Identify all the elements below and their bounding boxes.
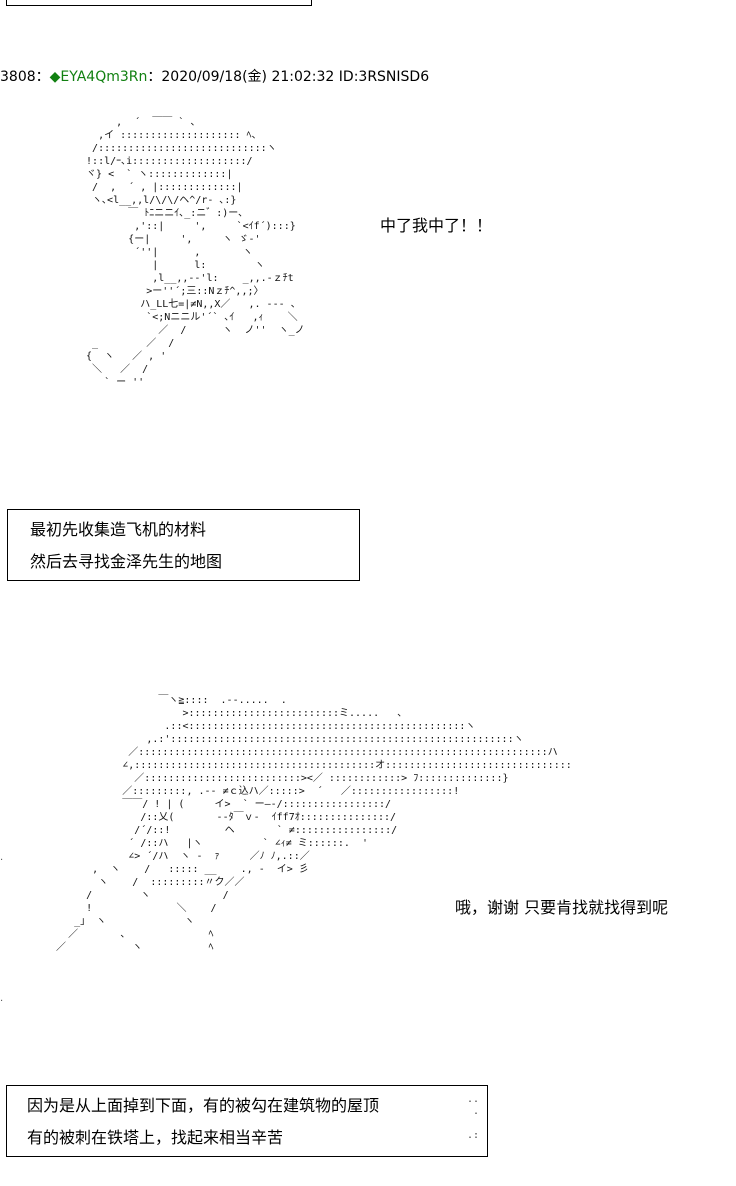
previous-caption-box	[6, 0, 312, 6]
ascii-art-figure-2: ￣ヽ≧:::: .-‐..... . >::::::::::::::::::::…	[56, 695, 572, 953]
caption-line: 最初先收集造飞机的材料	[30, 520, 207, 539]
speech-text-1: 中了我中了！！	[380, 216, 493, 235]
post-separator: ：	[35, 69, 50, 85]
edge-dot: .	[0, 852, 4, 863]
box-edge-dots: ....:	[466, 1094, 479, 1141]
speech-text-2: 哦，谢谢 只要肯找就找得到呢	[455, 898, 669, 917]
post-header: 3808：◆EYA4Qm3Rn：2020/09/18(金) 21:02:32 I…	[0, 67, 429, 87]
trip-diamond-icon: ◆	[49, 69, 61, 85]
caption-box-1: 最初先收集造飞机的材料 然后去寻找金泽先生的地图	[7, 509, 360, 581]
post-number: 3808	[0, 69, 36, 85]
edge-dot: .	[0, 993, 4, 1004]
caption-line: 因为是从上面掉到下面，有的被勾在建筑物的屋顶	[27, 1096, 380, 1115]
post-datetime-id: ：2020/09/18(金) 21:02:32 ID:3RSNISD6	[147, 69, 430, 85]
caption-line: 然后去寻找金泽先生的地图	[30, 552, 223, 571]
caption-line: 有的被刺在铁塔上，找起来相当辛苦	[27, 1128, 284, 1147]
ascii-art-figure-1: , ´ ￣￣ ` 、 ,イ :::::::::::::::::::: ﾍ、 /:…	[86, 117, 305, 388]
author-trip[interactable]: EYA4Qm3Rn	[60, 69, 148, 85]
caption-box-2: 因为是从上面掉到下面，有的被勾在建筑物的屋顶 有的被刺在铁塔上，找起来相当辛苦 …	[6, 1085, 488, 1157]
